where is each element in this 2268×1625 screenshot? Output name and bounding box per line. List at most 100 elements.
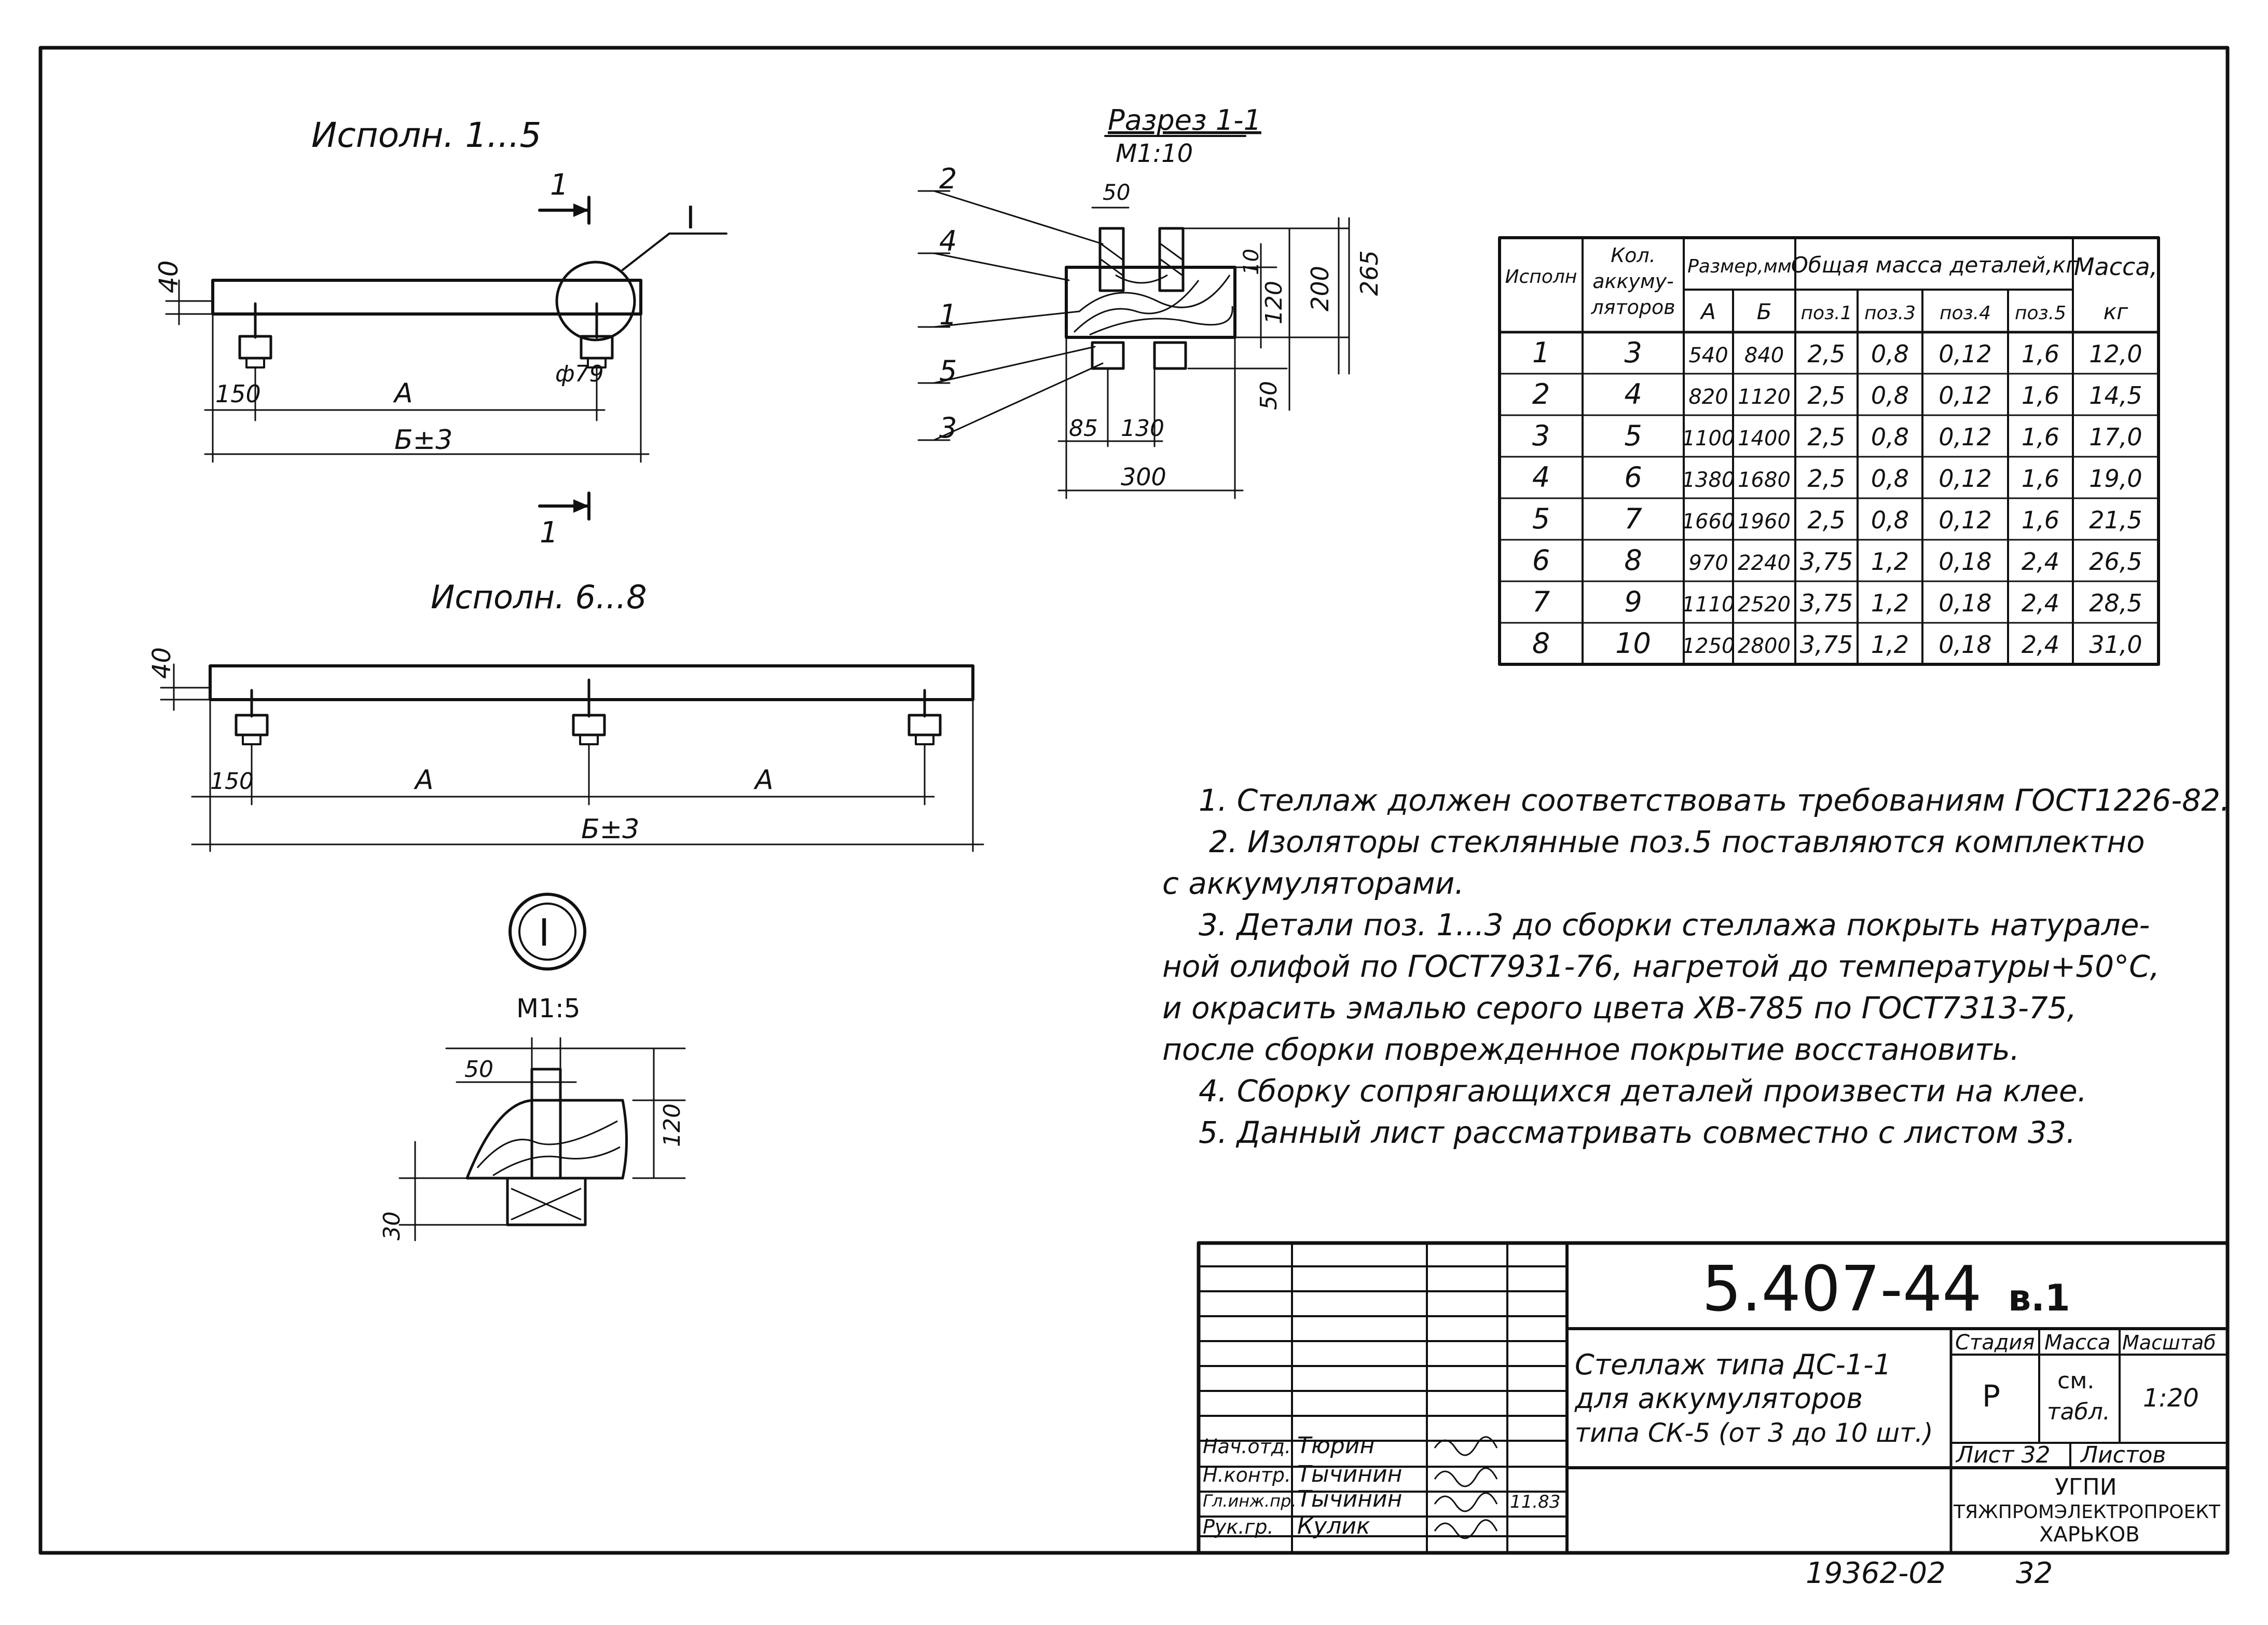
table-cell: 8 <box>1624 544 1642 577</box>
stage-header: Стадия <box>1955 1331 2035 1355</box>
table-cell: 0,12 <box>1939 381 1991 409</box>
th-mass-parts: Общая масса деталей,кг <box>1791 252 2078 278</box>
th-p1: поз.1 <box>1800 303 1852 324</box>
bolt-a <box>235 689 269 745</box>
pos-1: 1 <box>939 298 957 331</box>
table-cell: 0,8 <box>1871 506 1909 534</box>
table-cell: 7 <box>1532 585 1550 618</box>
section-scale: М1:10 <box>1116 139 1193 168</box>
table-cell: 0,18 <box>1939 548 1991 576</box>
table-cell: 19,0 <box>2089 465 2142 493</box>
table-cell: 31,0 <box>2089 631 2142 659</box>
th-p5: поз.5 <box>2015 303 2066 324</box>
dim-40: 40 <box>154 260 184 293</box>
table-cell: 840 <box>1744 344 1784 367</box>
section-wood-hatch <box>1073 274 1233 336</box>
table-cell: 1100 <box>1682 427 1735 450</box>
table-cell: 28,5 <box>2089 589 2142 617</box>
title-desc-2: для аккумуляторов <box>1574 1382 1863 1415</box>
table-cell: 0,8 <box>1871 465 1909 493</box>
sec-dim-50b: 50 <box>1256 381 1282 410</box>
sheets-total: Листов <box>2080 1442 2166 1468</box>
title-desc-1: Стеллаж типа ДС-1-1 <box>1575 1348 1891 1381</box>
table-cell: 0,8 <box>1871 340 1909 368</box>
mass-value-2: табл. <box>2047 1399 2110 1425</box>
table-cell: 1120 <box>1738 385 1791 409</box>
section-title: Разрез 1-1 <box>1108 104 1261 136</box>
cut-mark-top: 1 <box>550 168 569 202</box>
table-cell: 2,5 <box>1807 381 1845 409</box>
node-dim-30: 30 <box>379 1211 405 1240</box>
table-cell: 2,4 <box>2022 589 2059 617</box>
th-mass: Масса, <box>2074 253 2157 281</box>
table-cell: 21,5 <box>2089 506 2142 534</box>
node-I: I М1:5 50 120 30 <box>379 893 686 1241</box>
title-block: 5.407-44 в.1 Стеллаж типа ДС-1-1 для акк… <box>1197 1241 2230 1555</box>
th-count-3: ляторов <box>1590 296 1675 319</box>
role-4: Рук.гр. <box>1203 1515 1274 1538</box>
sec-dim-265: 265 <box>1355 250 1383 296</box>
table-cell: 14,5 <box>2089 381 2142 409</box>
bolt-b <box>572 678 606 745</box>
sec-dim-200: 200 <box>1306 266 1334 311</box>
archive-sheet-number: 32 <box>2016 1556 2053 1590</box>
note-line: после сборки поврежденное покрытие восст… <box>1162 1032 2019 1067</box>
role-2: Н.контр. <box>1203 1464 1291 1486</box>
table-cell: 1,6 <box>2022 340 2059 368</box>
table-cell: 3,75 <box>1800 631 1853 659</box>
bolt-right <box>580 302 614 368</box>
table-cell: 1,6 <box>2022 423 2059 451</box>
dim-A-2: А <box>753 764 774 796</box>
table-cell: 3 <box>1532 419 1550 452</box>
table-cell: 1,6 <box>2022 465 2059 493</box>
table-cell: 1,2 <box>1871 589 1909 617</box>
pos-3: 3 <box>939 412 957 444</box>
exec-6-8-title: Исполн. 6...8 <box>431 578 647 616</box>
sheet-number: Лист 32 <box>1955 1442 2050 1468</box>
table-cell: 1380 <box>1682 468 1735 492</box>
mass-value-1: см. <box>2057 1368 2094 1394</box>
dim-B-b: Б±3 <box>581 814 639 845</box>
note-line: 1. Стеллаж должен соответствовать требов… <box>1199 783 2230 818</box>
org-line-3: ХАРЬКОВ <box>2039 1523 2140 1547</box>
exec-1-5-title: Исполн. 1...5 <box>311 115 541 155</box>
table-cell: 6 <box>1624 461 1642 494</box>
mass-header: Масса <box>2044 1331 2111 1355</box>
note-line: 5. Данный лист рассматривать совместно с… <box>1199 1115 2075 1150</box>
table-cell: 1,2 <box>1871 631 1909 659</box>
table-cell: 2 <box>1532 378 1550 411</box>
node-scale: М1:5 <box>516 993 581 1023</box>
table-cell: 540 <box>1688 344 1728 367</box>
sec-dim-130: 130 <box>1121 415 1164 442</box>
table-cell: 4 <box>1532 461 1550 494</box>
table-cell: 1400 <box>1738 427 1791 450</box>
name-2: Тычинин <box>1297 1461 1402 1487</box>
table-cell: 2,5 <box>1807 340 1845 368</box>
table-cell: 2,4 <box>2022 631 2059 659</box>
view-exec-1-5: Исполн. 1...5 I 1 1 40 <box>154 115 727 550</box>
table-cell: 3,75 <box>1800 589 1853 617</box>
table-cell: 26,5 <box>2089 548 2142 576</box>
drawing-code: 5.407-44 <box>1702 1253 1982 1326</box>
sec-dim-300: 300 <box>1121 463 1166 491</box>
node-dim-120: 120 <box>659 1103 685 1147</box>
cut-mark-bottom: 1 <box>540 516 558 550</box>
scale-value: 1:20 <box>2143 1384 2199 1413</box>
table-cell: 1,6 <box>2022 506 2059 534</box>
table-cell: 2,5 <box>1807 506 1845 534</box>
dim-40-b: 40 <box>147 647 176 679</box>
name-4: Кулик <box>1297 1513 1370 1539</box>
table-cell: 970 <box>1688 551 1728 575</box>
th-kg: кг <box>2104 299 2128 324</box>
table-cell: 0,8 <box>1871 423 1909 451</box>
note-line: ной олифой по ГОСТ7931-76, нагретой до т… <box>1162 949 2160 984</box>
table-cell: 0,12 <box>1939 423 1991 451</box>
th-A: А <box>1699 299 1716 324</box>
table-cell: 0,18 <box>1939 631 1991 659</box>
table-cell: 1660 <box>1682 510 1735 534</box>
table-cell: 2800 <box>1738 634 1791 658</box>
table-cell: 1,6 <box>2022 381 2059 409</box>
table-cell: 3,75 <box>1800 548 1853 576</box>
th-size: Размер,мм <box>1687 256 1792 277</box>
